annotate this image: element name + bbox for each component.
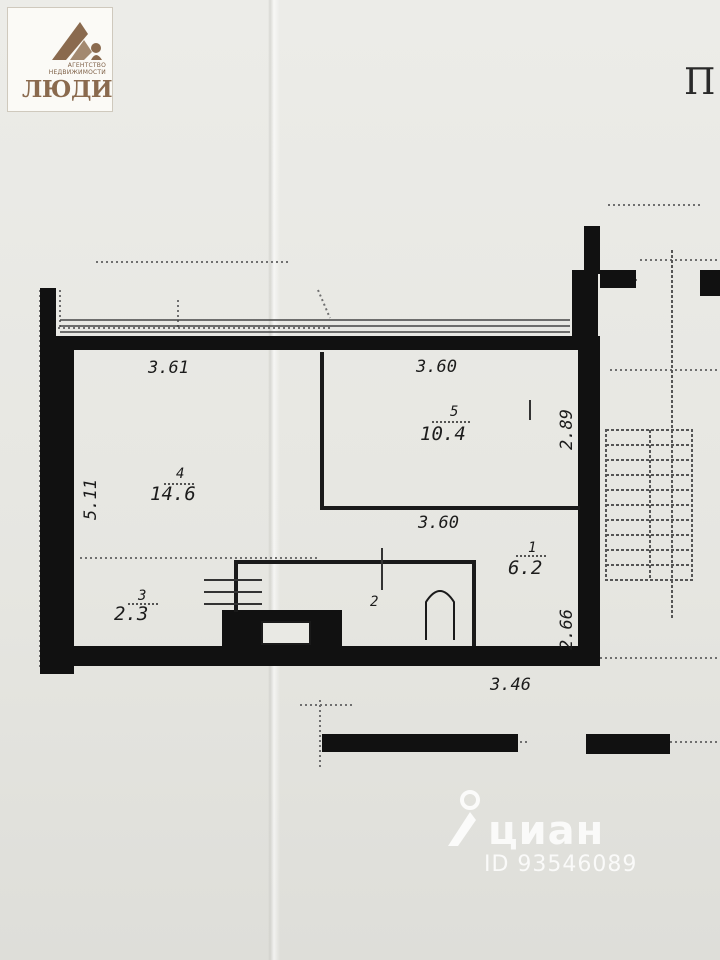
room-number-2: 2 xyxy=(370,594,378,610)
room-area-5: 10.4 xyxy=(420,423,466,445)
dimension-room5-top: 3.60 xyxy=(415,357,457,377)
room-area-1: 6.2 xyxy=(508,557,542,579)
door-marks xyxy=(204,400,531,605)
room-number-1: 1 xyxy=(528,540,536,556)
room-number-4: 4 xyxy=(176,466,184,482)
dimension-room5-right: 2.89 xyxy=(557,409,577,450)
dimension-room4-top: 3.61 xyxy=(147,358,189,378)
dimension-bottom: 3.46 xyxy=(489,675,531,695)
interior-walls xyxy=(234,352,580,646)
outer-walls xyxy=(40,226,720,754)
wall-hatching xyxy=(60,319,570,333)
watermark-id: ID 93546089 xyxy=(484,852,638,877)
construction-lines xyxy=(39,204,720,770)
room-number-5: 5 xyxy=(450,404,458,420)
dimension-room1-right: 2.66 xyxy=(557,609,577,650)
dimension-room5-bottom: 3.60 xyxy=(417,513,459,533)
logo-brand: ЛЮДИ xyxy=(22,76,113,103)
room-number-3: 3 xyxy=(137,588,146,604)
plan-header-fragment: П xyxy=(684,62,716,103)
bathroom-fixture xyxy=(261,590,455,645)
staircase xyxy=(605,250,693,620)
dimension-room4-left: 5.11 xyxy=(81,479,101,520)
room-area-3: 2.3 xyxy=(114,603,148,625)
agency-logo: АГЕНТСТВО НЕДВИЖИМОСТИ ЛЮДИ xyxy=(7,7,113,112)
logo-subtitle: АГЕНТСТВО НЕДВИЖИМОСТИ xyxy=(48,62,106,76)
cian-watermark: циан ID 93546089 xyxy=(440,790,680,890)
house-icon xyxy=(52,22,102,60)
watermark-brand: циан xyxy=(488,808,605,854)
location-pin-icon xyxy=(448,790,480,846)
room-area-4: 14.6 xyxy=(150,483,196,505)
